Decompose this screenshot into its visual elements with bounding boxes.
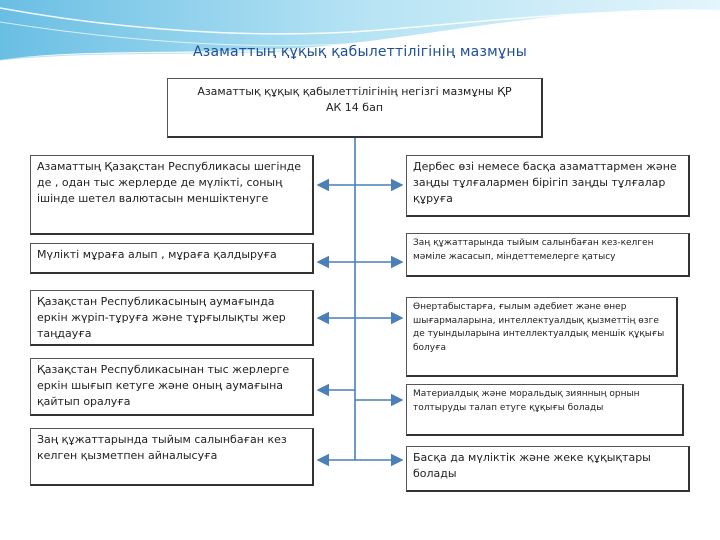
left-box-2: Мүлікті мұраға алып , мұраға қалдыруға xyxy=(30,243,314,274)
left-box-3: Қазақстан Республикасының аумағында еркі… xyxy=(30,290,314,346)
center-box-line1: Азаматтық құқық қабылеттілігінің негізгі… xyxy=(174,84,535,100)
page-title: Азаматтың құқық қабылеттілігінің мазмұны xyxy=(0,44,720,60)
right-box-4: Материалдық және моральдық зиянның орнын… xyxy=(406,384,684,436)
right-box-1: Дербес өзі немесе басқа азаматтармен жән… xyxy=(406,155,690,217)
left-box-5: Заң құжаттарында тыйым салынбаған кез ке… xyxy=(30,428,314,486)
right-box-3: Өнертабыстарға, ғылым әдебиет және өнер … xyxy=(406,297,678,377)
left-box-4: Қазақстан Республикасынан тыс жерлерге е… xyxy=(30,358,314,416)
left-box-1: Азаматтың Қазақстан Республикасы шегінде… xyxy=(30,155,314,235)
center-box-line2: АК 14 бап xyxy=(174,100,535,116)
right-box-2: Заң құжаттарында тыйым салынбаған кез-ке… xyxy=(406,233,690,277)
center-box: Азаматтық құқық қабылеттілігінің негізгі… xyxy=(167,78,543,138)
right-box-5: Басқа да мүліктік және жеке құқықтары бо… xyxy=(406,446,690,492)
